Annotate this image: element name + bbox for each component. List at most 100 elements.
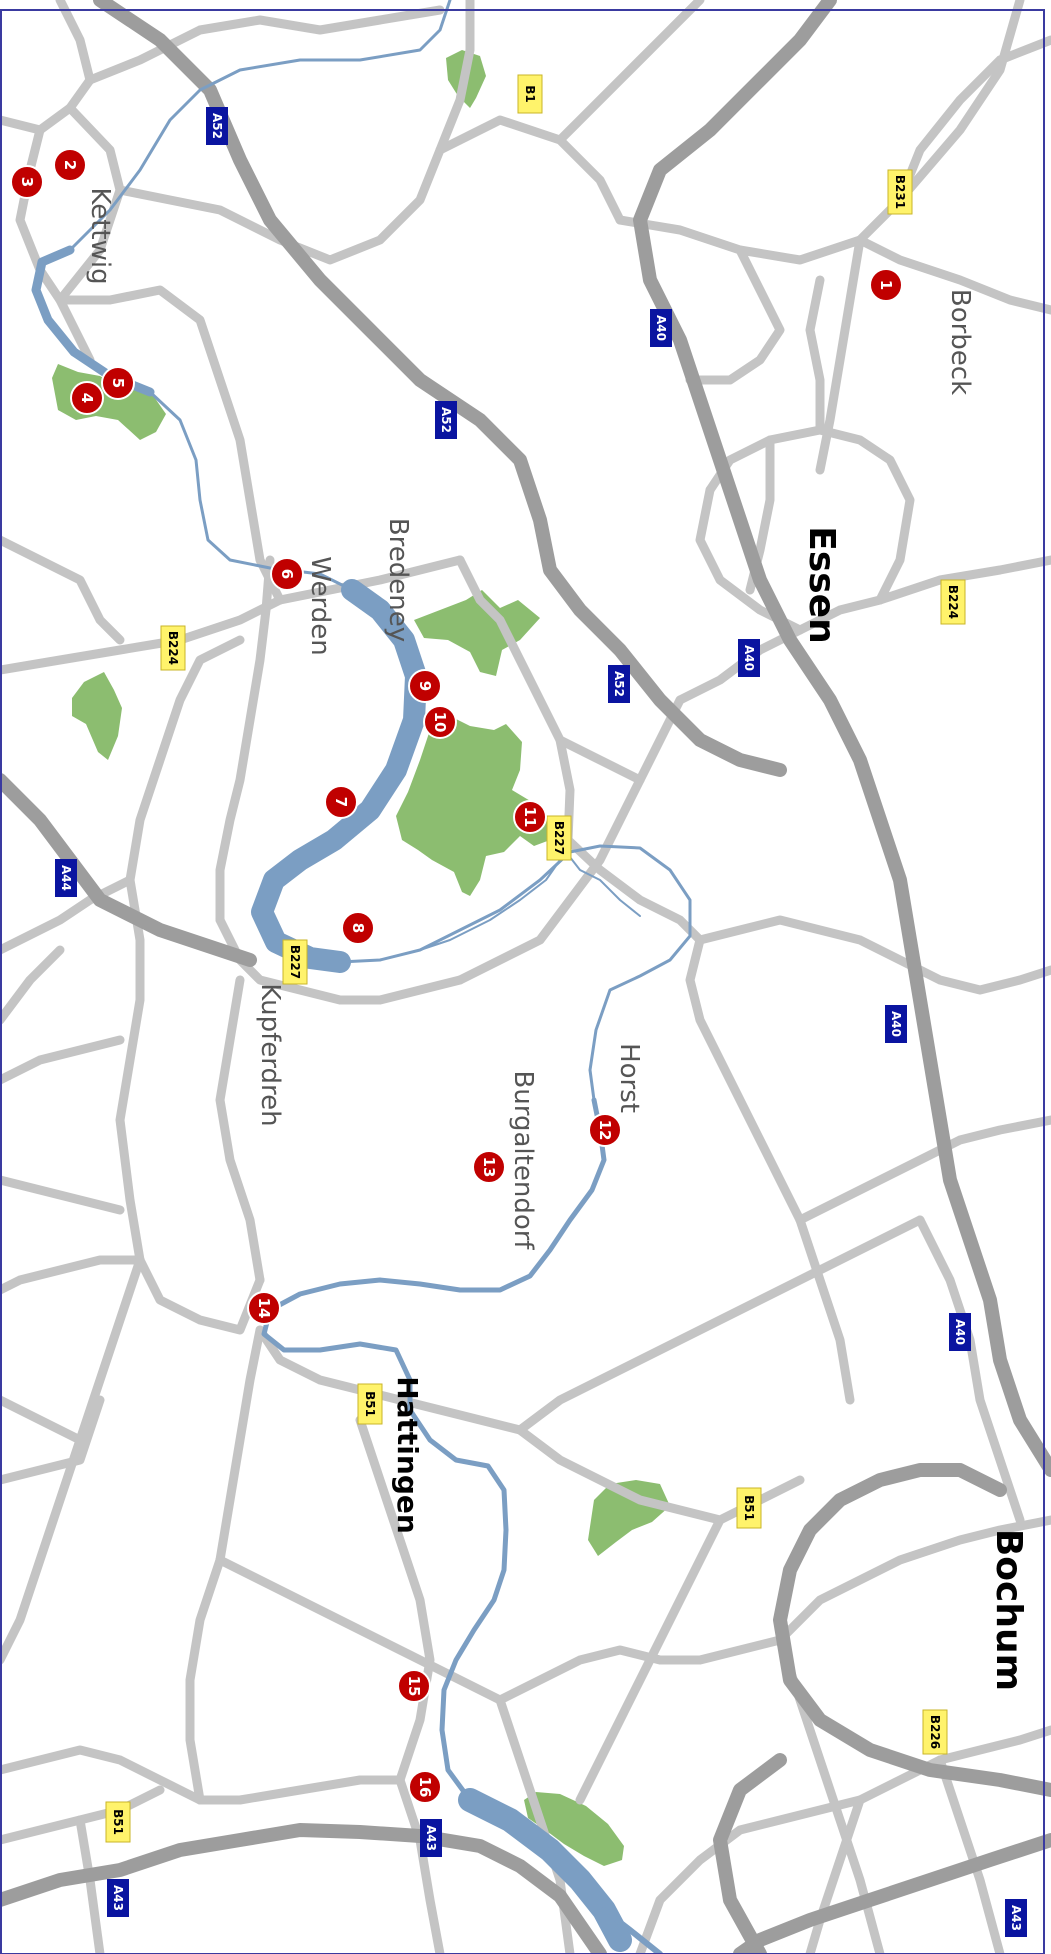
shield-a40-south[interactable]: A40 — [949, 1313, 971, 1351]
svg-text:15: 15 — [405, 1676, 423, 1697]
motorway-a52 — [93, 0, 787, 777]
svg-text:9: 9 — [416, 681, 434, 691]
svg-text:A52: A52 — [612, 671, 626, 697]
svg-text:B51: B51 — [742, 1495, 756, 1521]
map-marker-16[interactable]: 16 — [408, 1770, 442, 1804]
svg-text:B226: B226 — [928, 1715, 942, 1749]
map-marker-8[interactable]: 8 — [341, 911, 375, 945]
river-baldeneysee — [251, 579, 427, 973]
map-marker-7[interactable]: 7 — [324, 785, 358, 819]
map-marker-5[interactable]: 5 — [101, 366, 135, 400]
map-marker-6[interactable]: 6 — [270, 557, 304, 591]
motorway-a43 — [0, 1823, 607, 1954]
shield-b1[interactable]: B1 — [517, 74, 543, 114]
place-label-burgaltendorf: Burgaltendorf — [508, 1070, 538, 1250]
motorway-bochum-ring — [773, 1463, 1051, 1797]
svg-text:B224: B224 — [166, 631, 180, 665]
map-marker-14[interactable]: 14 — [247, 1291, 281, 1325]
shield-a52-east[interactable]: A52 — [608, 665, 630, 703]
place-label-werden: Werden — [305, 556, 335, 655]
shield-b224-west[interactable]: B224 — [160, 625, 186, 671]
place-label-borbeck: Borbeck — [945, 289, 975, 395]
shield-b224-east[interactable]: B224 — [940, 579, 966, 625]
svg-text:11: 11 — [521, 807, 539, 828]
shield-b51-east[interactable]: B51 — [736, 1487, 762, 1529]
svg-text:B51: B51 — [363, 1391, 377, 1417]
svg-text:A43: A43 — [424, 1825, 438, 1851]
map-marker-1[interactable]: 1 — [869, 268, 903, 302]
svg-text:B51: B51 — [111, 1809, 125, 1835]
shield-a43-hattingen[interactable]: A43 — [420, 1819, 442, 1857]
place-label-bredeney: Bredeney — [383, 518, 413, 642]
place-label-kupferdreh: Kupferdreh — [255, 983, 285, 1126]
map-marker-3[interactable]: 3 — [10, 165, 44, 199]
svg-text:A43: A43 — [111, 1885, 125, 1911]
map-marker-2[interactable]: 2 — [53, 148, 87, 182]
river-layer — [31, 0, 692, 1954]
svg-text:13: 13 — [480, 1157, 498, 1178]
place-label-kettwig: Kettwig — [85, 187, 115, 284]
motorway-southeast-2 — [713, 1753, 787, 1954]
road-shield-layer: A52 A52 A52 A40 A40 A40 A40 A44 — [55, 74, 1027, 1937]
shield-a43-east[interactable]: A43 — [1005, 1899, 1027, 1937]
svg-text:4: 4 — [78, 393, 96, 403]
svg-text:B224: B224 — [946, 585, 960, 619]
svg-text:A40: A40 — [889, 1011, 903, 1037]
place-label-layer: Essen Bochum Hattingen Kettwig Borbeck B… — [85, 187, 1029, 1691]
svg-text:10: 10 — [431, 712, 449, 733]
shield-a40-mid[interactable]: A40 — [885, 1005, 907, 1043]
shield-b231[interactable]: B231 — [887, 169, 913, 215]
map-marker-13[interactable]: 13 — [472, 1150, 506, 1184]
shield-b227-north[interactable]: B227 — [546, 815, 572, 861]
map-marker-15[interactable]: 15 — [397, 1669, 431, 1703]
map-marker-12[interactable]: 12 — [588, 1113, 622, 1147]
map-marker-10[interactable]: 10 — [423, 705, 457, 739]
svg-text:A43: A43 — [1009, 1905, 1023, 1931]
marker-layer: 1 2 3 4 5 6 7 8 — [10, 148, 903, 1804]
river-ruhr-upper — [68, 0, 452, 252]
shield-a40-north[interactable]: A40 — [650, 309, 672, 347]
svg-text:2: 2 — [61, 160, 79, 170]
river-ruhr-lower — [338, 844, 692, 1102]
svg-text:1: 1 — [877, 280, 895, 290]
shield-a52-mid[interactable]: A52 — [435, 401, 457, 439]
shield-b51-hattingen[interactable]: B51 — [357, 1383, 383, 1425]
river-deilbach — [565, 851, 641, 917]
shield-a43-west[interactable]: A43 — [107, 1879, 129, 1917]
svg-text:7: 7 — [332, 797, 350, 807]
motorway-a40 — [633, 0, 1051, 1477]
map-frame — [0, 9, 1045, 1954]
place-label-essen: Essen — [801, 526, 842, 644]
svg-text:16: 16 — [416, 1777, 434, 1798]
map-marker-4[interactable]: 4 — [70, 381, 104, 415]
svg-text:A52: A52 — [439, 407, 453, 433]
place-label-horst: Horst — [614, 1043, 644, 1113]
shield-a52-north[interactable]: A52 — [206, 107, 228, 145]
shield-b51-west[interactable]: B51 — [105, 1801, 131, 1843]
svg-text:B231: B231 — [893, 175, 907, 209]
park-baldeney — [396, 716, 550, 896]
svg-text:3: 3 — [18, 177, 36, 187]
map-marker-9[interactable]: 9 — [408, 669, 442, 703]
svg-text:6: 6 — [278, 569, 296, 579]
svg-text:12: 12 — [596, 1120, 614, 1141]
svg-text:B1: B1 — [523, 85, 537, 103]
svg-text:5: 5 — [109, 378, 127, 388]
svg-text:A40: A40 — [953, 1319, 967, 1345]
park-west — [72, 672, 122, 760]
place-label-hattingen: Hattingen — [391, 1376, 424, 1534]
svg-text:A52: A52 — [210, 113, 224, 139]
shield-b226[interactable]: B226 — [922, 1709, 948, 1755]
river-ruhr-horst — [261, 1097, 607, 1803]
map-marker-11[interactable]: 11 — [513, 800, 547, 834]
svg-text:14: 14 — [255, 1298, 273, 1319]
shield-b227-south[interactable]: B227 — [282, 939, 308, 985]
svg-text:A40: A40 — [742, 645, 756, 671]
shield-a44[interactable]: A44 — [55, 859, 77, 897]
svg-text:8: 8 — [349, 923, 367, 933]
shield-a40-essen[interactable]: A40 — [738, 639, 760, 677]
